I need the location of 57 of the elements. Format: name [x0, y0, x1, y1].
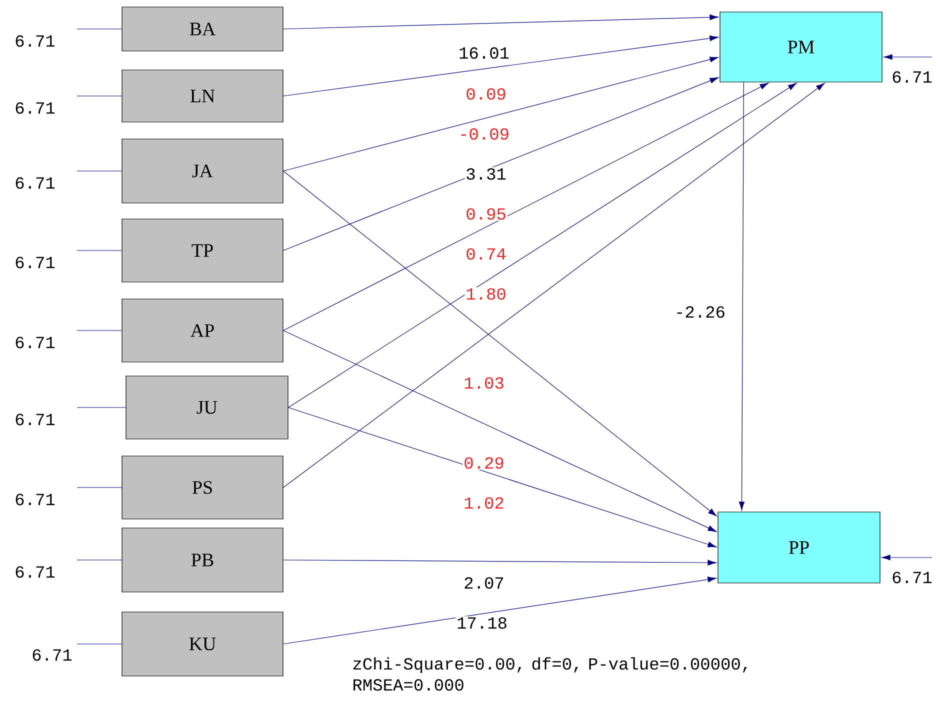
path-arrow [283, 56, 719, 172]
coefficient-label: 6.71 [890, 570, 934, 584]
variable-box: PP [718, 512, 880, 584]
coefficient-label: 6.71 [14, 565, 56, 579]
variable-box: TP [122, 218, 284, 282]
variable-box: JA [122, 138, 284, 204]
coefficient-label: 6.71 [14, 412, 56, 426]
error-line [76, 28, 122, 30]
coefficient-label: 6.71 [14, 176, 56, 190]
variable-box: LN [122, 70, 284, 122]
error-arrow [884, 54, 932, 60]
variable-box: PS [122, 456, 284, 520]
path-arrow [288, 82, 797, 408]
coefficient-label: 0.95 [464, 207, 508, 221]
variable-box: BA [122, 6, 284, 52]
path-arrow [283, 77, 719, 251]
coefficient-label: -0.09 [458, 127, 510, 141]
path-arrow [283, 82, 769, 331]
error-arrow [882, 554, 932, 560]
error-line [76, 250, 122, 251]
coefficient-label: 17.18 [456, 616, 508, 630]
variable-box: AP [122, 298, 284, 362]
coefficient-label: 0.74 [464, 247, 508, 261]
coefficient-label: 1.80 [464, 287, 508, 301]
coefficient-label: 2.07 [462, 576, 506, 590]
variable-box: PB [122, 528, 284, 592]
coefficient-label: 16.01 [458, 46, 510, 60]
fit-statistics-text: zChi-Square=0.00, df=0, P-value=0.00000, RMSEA=0.000 [353, 657, 747, 691]
path-arrow [283, 330, 717, 532]
path-arrow [283, 576, 716, 644]
coefficient-label: 6.71 [14, 492, 56, 506]
coefficient-label: -2.26 [674, 305, 726, 319]
coefficient-label: 6.71 [14, 336, 56, 350]
path-arrow [283, 560, 716, 566]
coefficient-label: 1.02 [462, 496, 506, 510]
coefficient-label: 1.03 [462, 376, 506, 390]
path-arrow [283, 170, 717, 516]
variable-box: PM [720, 12, 882, 82]
coefficient-label: 0.09 [464, 87, 508, 101]
error-line [76, 487, 122, 488]
coefficient-label: 6.71 [14, 256, 56, 270]
coefficient-label: 6.71 [890, 70, 934, 84]
coefficient-label: 0.29 [462, 456, 506, 470]
variable-box: JU [126, 376, 288, 440]
coefficient-label: 6.71 [30, 648, 74, 662]
coefficient-label: 3.31 [464, 167, 508, 181]
error-line [76, 170, 122, 172]
path-arrow [283, 36, 718, 96]
coefficient-label: 6.71 [14, 34, 56, 48]
coefficient-label: 6.71 [14, 101, 56, 115]
path-arrow [288, 407, 717, 548]
path-arrow [283, 82, 825, 488]
error-line [76, 407, 126, 408]
variable-box: KU [122, 612, 284, 676]
path-arrow [283, 14, 718, 30]
error-line [76, 330, 122, 331]
path-arrow [738, 82, 745, 510]
